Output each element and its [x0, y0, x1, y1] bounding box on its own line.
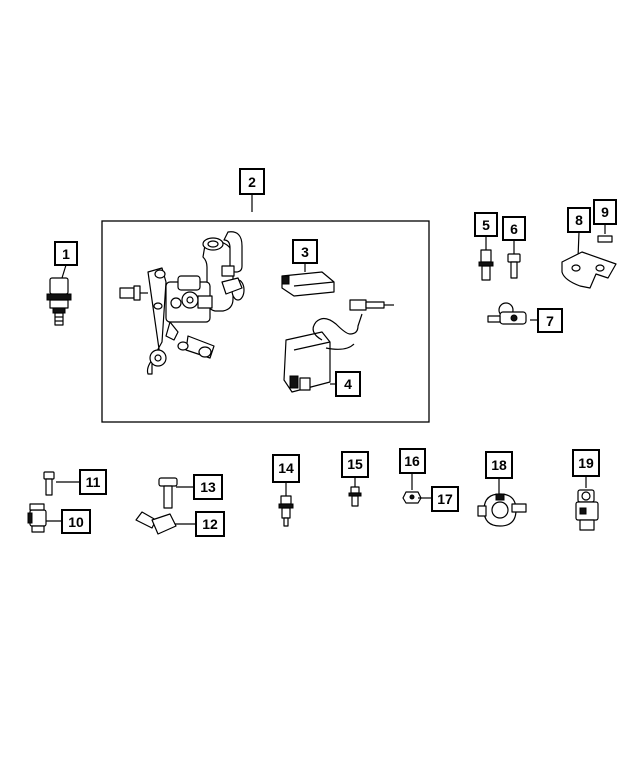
part-18-actuator	[477, 478, 527, 527]
callout-16-label: 16	[404, 453, 420, 469]
callout-6: 6	[502, 216, 526, 241]
callout-14-label: 14	[278, 460, 294, 476]
callout-19: 19	[572, 449, 600, 477]
part-4-nox-sensor	[283, 299, 394, 393]
callout-18: 18	[485, 451, 513, 479]
assembly-frame	[101, 220, 430, 423]
callout-18-label: 18	[491, 457, 507, 473]
part-13-bolt	[158, 477, 194, 509]
callout-19-label: 19	[578, 455, 594, 471]
callout-8-label: 8	[575, 212, 583, 228]
part-7-sensor	[487, 302, 538, 325]
callout-17-label: 17	[437, 491, 453, 507]
part-5-sensor	[478, 236, 494, 281]
part-10-connector	[27, 503, 62, 533]
part-15-sensor	[348, 477, 362, 507]
part-6-bolt	[507, 240, 521, 279]
part-12-clip	[135, 511, 196, 535]
callout-13: 13	[193, 474, 223, 500]
part-1-pressure-sensor	[46, 264, 72, 326]
part-9-nut	[597, 224, 613, 243]
callout-5-label: 5	[482, 217, 490, 233]
part-8-bracket	[561, 231, 617, 289]
callout-16: 16	[399, 448, 426, 474]
callout-1-label: 1	[62, 246, 70, 262]
callout-15: 15	[341, 451, 369, 478]
part-3-module	[281, 263, 335, 297]
callout-4-label: 4	[344, 376, 352, 392]
part-11-bolt	[43, 471, 80, 496]
callout-11-label: 11	[86, 474, 101, 490]
callout-5: 5	[474, 212, 498, 237]
callout-13-label: 13	[200, 479, 216, 495]
part-19-valve	[575, 476, 599, 531]
callout-2: 2	[239, 168, 265, 195]
callout-9-label: 9	[601, 204, 609, 220]
callout-11: 11	[79, 469, 107, 495]
callout-12-label: 12	[202, 516, 218, 532]
callout-12: 12	[195, 511, 225, 537]
callout-10-label: 10	[68, 514, 84, 530]
callout-15-label: 15	[347, 456, 363, 472]
callout-3-label: 3	[301, 244, 309, 260]
part-14-temp-sensor	[278, 482, 294, 527]
part-16-nut	[402, 473, 422, 504]
callout-7-label: 7	[546, 313, 554, 329]
callout-10: 10	[61, 509, 91, 534]
callout-1: 1	[54, 241, 78, 266]
callout-6-label: 6	[510, 221, 518, 237]
callout-8: 8	[567, 207, 591, 233]
callout-9: 9	[593, 199, 617, 225]
callout-3: 3	[292, 239, 318, 264]
callout-14: 14	[272, 454, 300, 483]
part-2-valve-assembly	[119, 231, 245, 375]
callout-4: 4	[335, 371, 361, 397]
callout-2-label: 2	[248, 174, 256, 190]
callout-7: 7	[537, 308, 563, 333]
callout-17: 17	[431, 486, 459, 512]
